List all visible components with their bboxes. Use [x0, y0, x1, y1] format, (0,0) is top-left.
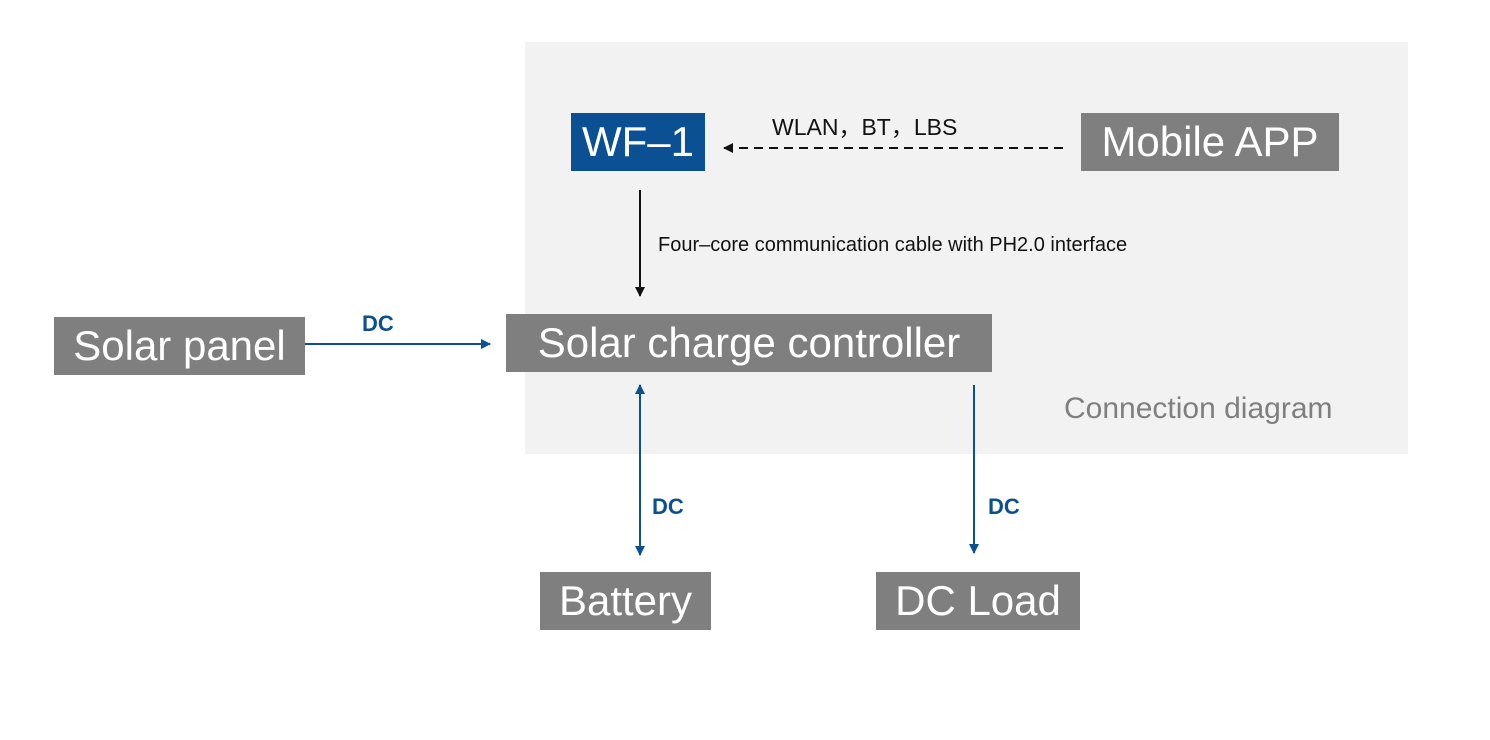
edge-label-wireless: WLAN，BT，LBS — [772, 114, 958, 140]
edge-label-cable: Four–core communication cable with PH2.0… — [658, 234, 1128, 256]
edge-label-dc-load: DC — [988, 494, 1020, 519]
edge-label-dc-battery: DC — [652, 494, 684, 519]
node-wf1: WF–1 — [571, 113, 705, 171]
node-dc-load: DC Load — [876, 572, 1080, 630]
node-solar-panel: Solar panel — [54, 317, 305, 375]
node-solar-charge-controller: Solar charge controller — [506, 314, 992, 372]
node-battery: Battery — [540, 572, 711, 630]
diagram-caption: Connection diagram — [1064, 392, 1333, 425]
connection-diagram-panel — [525, 42, 1408, 454]
node-mobile-app: Mobile APP — [1081, 113, 1339, 171]
edge-label-dc-panel: DC — [362, 311, 394, 336]
